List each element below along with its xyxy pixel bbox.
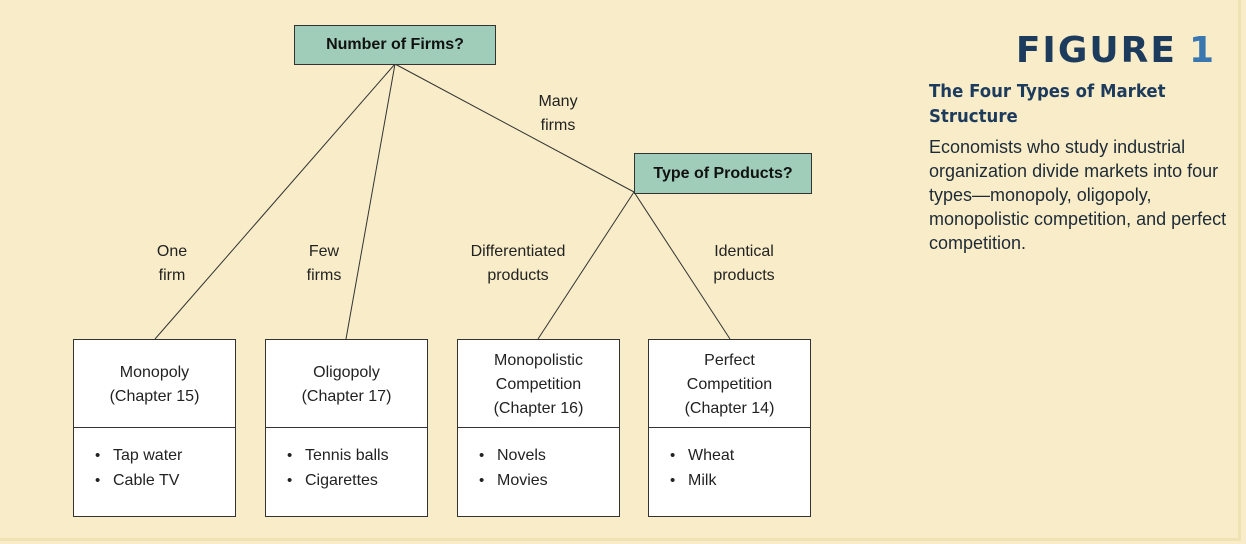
figure-number: 1 xyxy=(1188,30,1216,71)
market-card-oligopoly: Oligopoly (Chapter 17) Tennis balls Ciga… xyxy=(265,339,428,517)
example-item: Tennis balls xyxy=(287,443,427,468)
market-title: Monopolistic Competition (Chapter 16) xyxy=(458,340,619,428)
market-title: Perfect Competition (Chapter 14) xyxy=(649,340,810,428)
market-title: Monopoly (Chapter 15) xyxy=(74,340,235,428)
figure-label: FIGURE xyxy=(1015,30,1177,71)
number-of-firms-label: Number of Firms? xyxy=(326,36,464,53)
connector-firms-to-monopoly xyxy=(154,63,396,340)
type-of-products-label: Type of Products? xyxy=(653,164,793,182)
connector-firms-to-oligopoly xyxy=(345,63,396,340)
connector-products-to-perfect xyxy=(633,191,731,340)
example-item: Movies xyxy=(479,468,619,493)
figure-subtitle: The Four Types of Market Structure xyxy=(929,81,1166,127)
connector-products-to-monopolistic xyxy=(537,191,635,340)
branch-label-one-firm: One firm xyxy=(156,243,188,284)
connector-firms-to-products xyxy=(394,63,635,193)
example-list: Tennis balls Cigarettes xyxy=(266,428,427,493)
example-list: Tap water Cable TV xyxy=(74,428,235,493)
branch-label-many-firms: Many firms xyxy=(538,93,578,134)
branch-label-few-firms: Few firms xyxy=(306,243,342,284)
example-item: Cigarettes xyxy=(287,468,427,493)
market-card-monopolistic-competition: Monopolistic Competition (Chapter 16) No… xyxy=(457,339,620,517)
example-item: Wheat xyxy=(670,443,810,468)
branch-label-differentiated-products: Differentiated products xyxy=(470,243,566,284)
type-of-products-box: Type of Products? xyxy=(634,153,812,194)
branch-label-identical-products: Identical products xyxy=(713,243,775,284)
example-list: Novels Movies xyxy=(458,428,619,493)
example-item: Novels xyxy=(479,443,619,468)
figure-title: FIGURE 1 xyxy=(1016,30,1216,71)
market-title: Oligopoly (Chapter 17) xyxy=(266,340,427,428)
example-item: Cable TV xyxy=(95,468,235,493)
number-of-firms-box: Number of Firms? xyxy=(294,25,496,65)
figure-caption: Economists who study industrial organiza… xyxy=(929,137,1227,253)
example-item: Tap water xyxy=(95,443,235,468)
example-item: Milk xyxy=(670,468,810,493)
example-list: Wheat Milk xyxy=(649,428,810,493)
market-card-perfect-competition: Perfect Competition (Chapter 14) Wheat M… xyxy=(648,339,811,517)
market-card-monopoly: Monopoly (Chapter 15) Tap water Cable TV xyxy=(73,339,236,517)
